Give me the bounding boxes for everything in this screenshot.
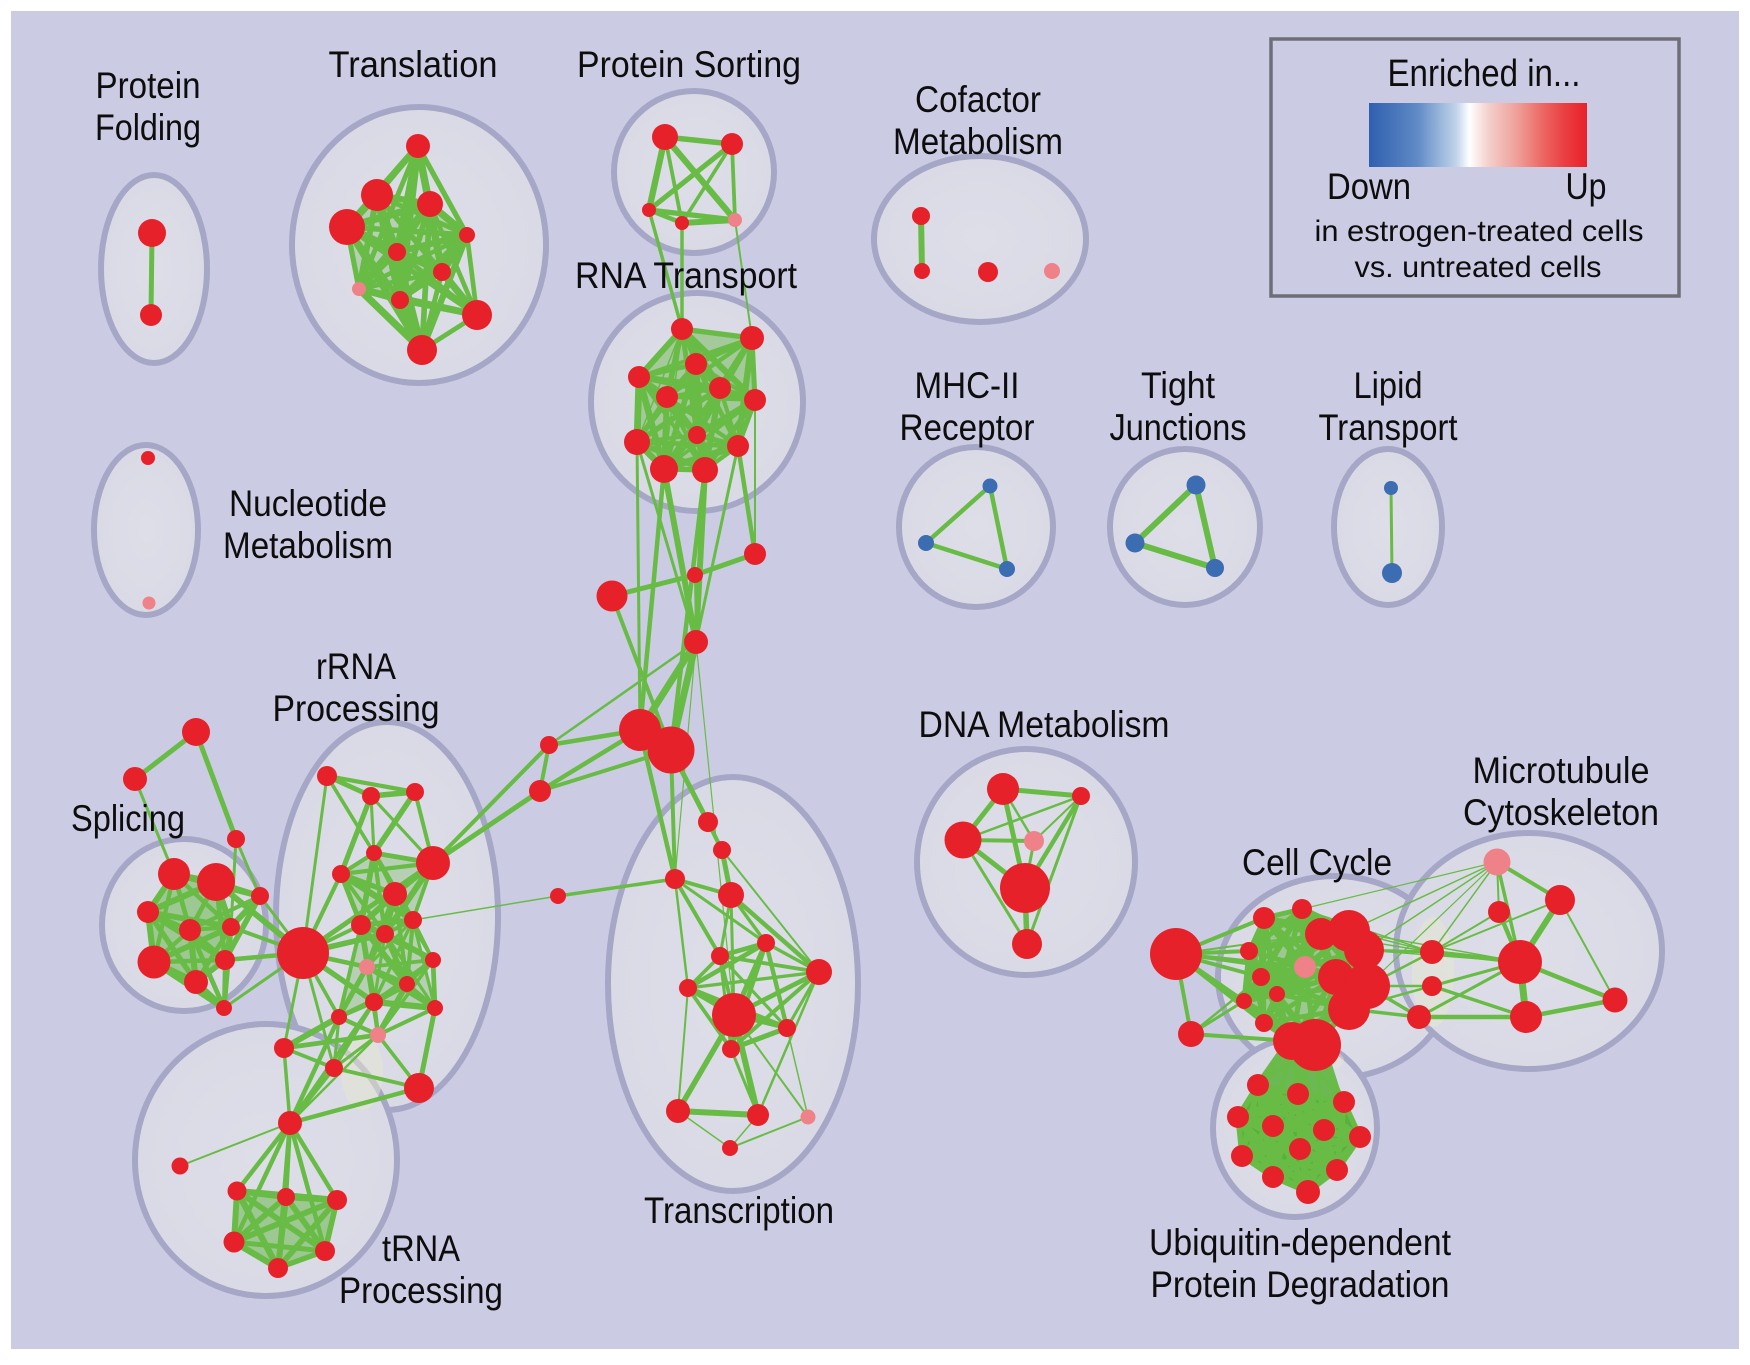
svg-text:DNA Metabolism: DNA Metabolism bbox=[919, 704, 1170, 745]
svg-text:MHC-II: MHC-II bbox=[915, 365, 1020, 406]
svg-text:Enriched in...: Enriched in... bbox=[1388, 53, 1581, 95]
svg-text:Ubiquitin-dependent: Ubiquitin-dependent bbox=[1149, 1222, 1452, 1263]
svg-text:Metabolism: Metabolism bbox=[893, 121, 1063, 162]
svg-text:Protein Degradation: Protein Degradation bbox=[1151, 1264, 1450, 1305]
svg-text:RNA Transport: RNA Transport bbox=[575, 255, 798, 296]
svg-text:Cell Cycle: Cell Cycle bbox=[1242, 842, 1392, 883]
svg-text:Tight: Tight bbox=[1141, 365, 1216, 406]
svg-text:Transcription: Transcription bbox=[644, 1190, 834, 1231]
svg-text:rRNA: rRNA bbox=[316, 646, 396, 687]
svg-text:Processing: Processing bbox=[339, 1270, 503, 1311]
svg-text:Microtubule: Microtubule bbox=[1473, 750, 1650, 791]
svg-text:Lipid: Lipid bbox=[1354, 365, 1423, 406]
svg-text:Metabolism: Metabolism bbox=[223, 525, 393, 566]
svg-text:Down: Down bbox=[1327, 166, 1411, 207]
svg-text:Protein Sorting: Protein Sorting bbox=[577, 44, 801, 85]
svg-text:Transport: Transport bbox=[1319, 407, 1459, 448]
svg-text:Protein: Protein bbox=[96, 65, 201, 106]
svg-text:in estrogen-treated cells: in estrogen-treated cells bbox=[1315, 215, 1644, 248]
svg-text:Cofactor: Cofactor bbox=[915, 79, 1041, 120]
svg-text:Up: Up bbox=[1566, 166, 1607, 207]
svg-text:Translation: Translation bbox=[329, 44, 498, 85]
svg-text:Processing: Processing bbox=[273, 688, 440, 729]
svg-text:Junctions: Junctions bbox=[1110, 407, 1247, 448]
svg-text:Receptor: Receptor bbox=[900, 407, 1035, 448]
svg-text:tRNA: tRNA bbox=[382, 1228, 460, 1269]
svg-text:Cytoskeleton: Cytoskeleton bbox=[1463, 792, 1659, 833]
svg-text:Folding: Folding bbox=[95, 107, 201, 148]
svg-text:vs. untreated cells: vs. untreated cells bbox=[1355, 251, 1602, 284]
svg-text:Splicing: Splicing bbox=[71, 798, 185, 839]
svg-text:Nucleotide: Nucleotide bbox=[229, 483, 387, 524]
